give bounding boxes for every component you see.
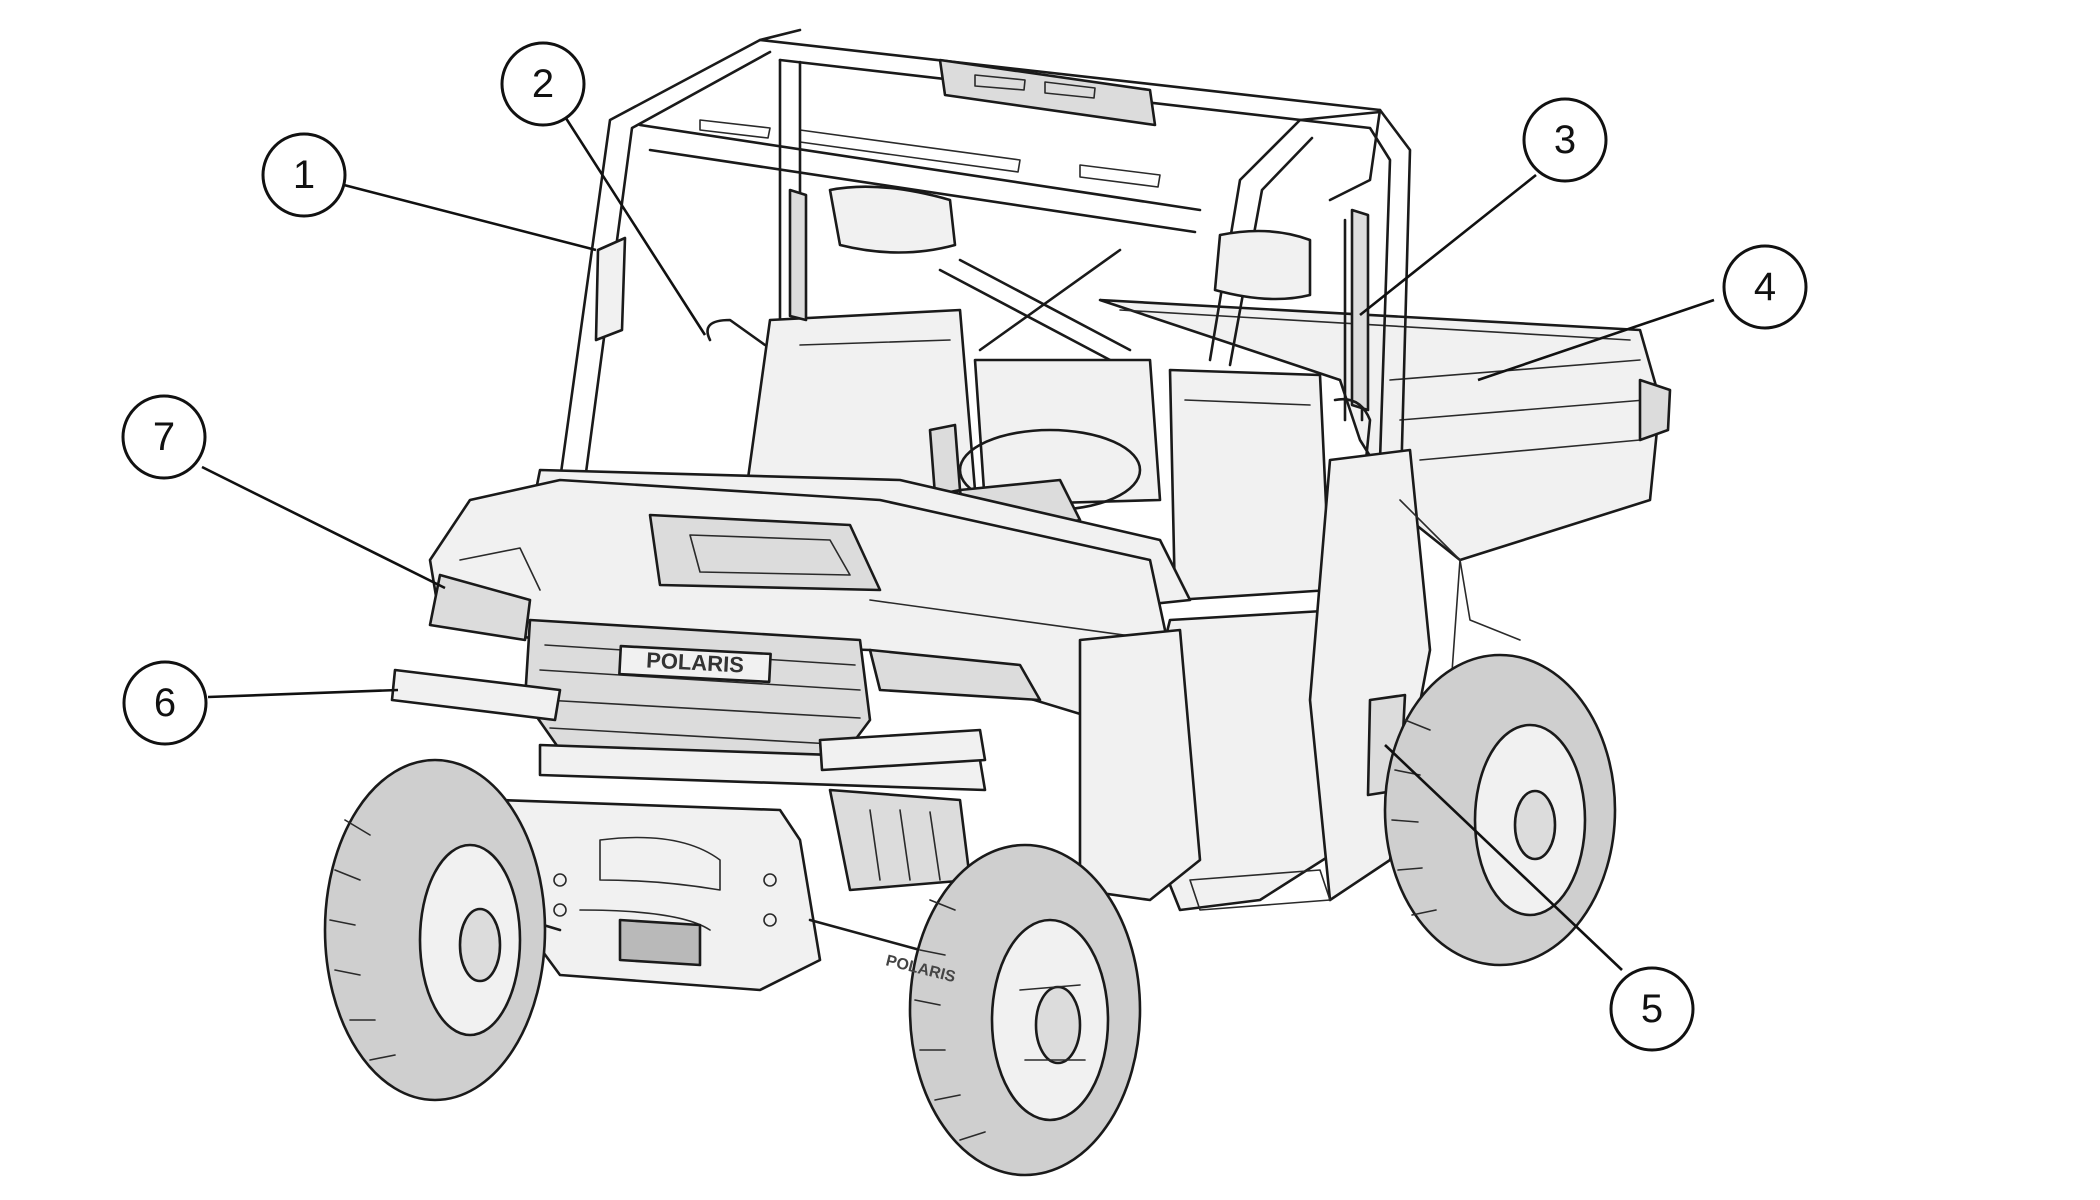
callout-2: 2 (500, 41, 586, 127)
leader-6 (207, 688, 399, 699)
callout-7: 7 (121, 394, 207, 480)
leader-lines (201, 111, 1715, 971)
leader-1 (343, 183, 597, 252)
leader-5 (1384, 744, 1623, 971)
callout-5: 5 (1609, 966, 1695, 1052)
callout-6: 6 (122, 660, 208, 746)
callout-5-label: 5 (1641, 987, 1663, 1031)
roll-cage (558, 28, 1412, 522)
leader-4 (1477, 298, 1715, 382)
callout-7-label: 7 (153, 415, 175, 459)
grille-brand-text: POLARIS (646, 647, 745, 677)
front-grille: POLARIS (523, 618, 872, 762)
headlights (428, 573, 1042, 702)
front-bumper (390, 668, 987, 992)
front-left-wheel (323, 758, 547, 1102)
seats (706, 185, 1372, 622)
side-body (1078, 448, 1461, 912)
callout-4: 4 (1722, 244, 1808, 330)
callout-1: 1 (261, 132, 347, 218)
callout-6-label: 6 (154, 681, 176, 725)
leader-2 (560, 111, 707, 336)
callout-1-label: 1 (293, 153, 315, 197)
leader-3 (1359, 173, 1537, 317)
callout-3-label: 3 (1554, 118, 1576, 162)
front-suspension (458, 788, 972, 952)
rear-right-wheel (1383, 653, 1617, 967)
front-right-wheel (908, 843, 1142, 1177)
callout-3: 3 (1522, 97, 1608, 183)
utv-illustration: POLARIS (323, 28, 1672, 1177)
callout-4-label: 4 (1754, 265, 1776, 309)
callout-2-label: 2 (532, 62, 554, 106)
leader-7 (201, 465, 446, 590)
